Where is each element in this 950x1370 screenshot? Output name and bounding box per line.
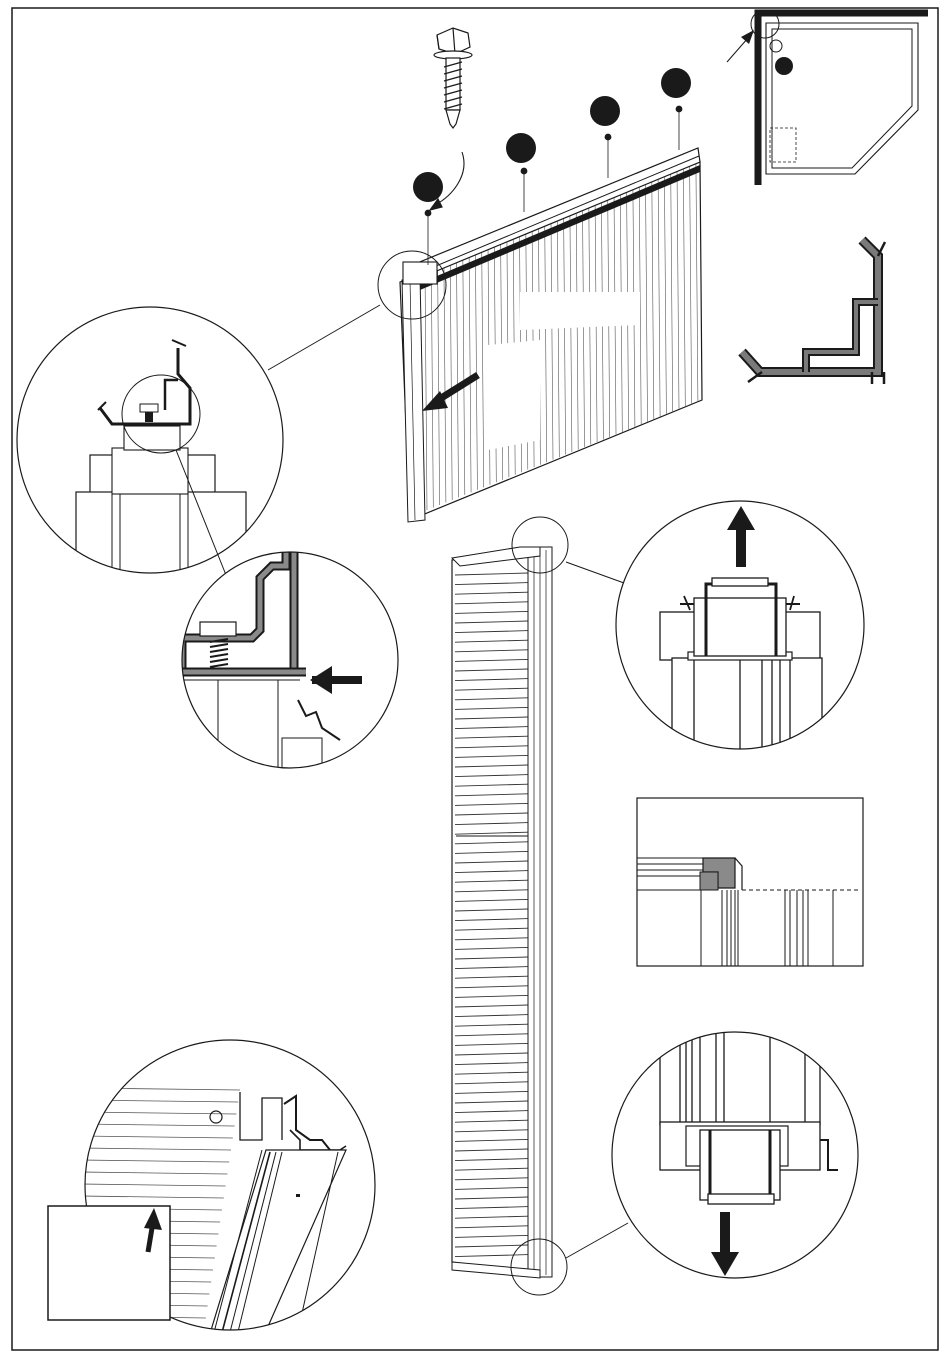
position-dot (775, 57, 793, 75)
tall-wall-panel (452, 517, 568, 1295)
floor-plan-icon (727, 10, 928, 185)
zoom-detail-lift-up (600, 490, 880, 778)
corner-profile-section (742, 240, 885, 384)
leader-line-1 (268, 305, 380, 370)
step-4-dot (661, 68, 691, 98)
label-area-2 (488, 340, 540, 450)
top-wall-panel (378, 148, 702, 522)
leader-line-4 (566, 1223, 628, 1258)
step-3-dot (590, 96, 620, 126)
step-2-dot (506, 133, 536, 163)
inset-box-push-up (48, 1206, 170, 1320)
detail-box-joint (637, 798, 863, 966)
label-area-1 (520, 292, 640, 330)
step-1-dot (413, 172, 443, 202)
zoom-detail-screw-fixing (180, 550, 400, 778)
leader-line-3 (566, 562, 624, 583)
zoom-detail-push-down (600, 1030, 880, 1290)
